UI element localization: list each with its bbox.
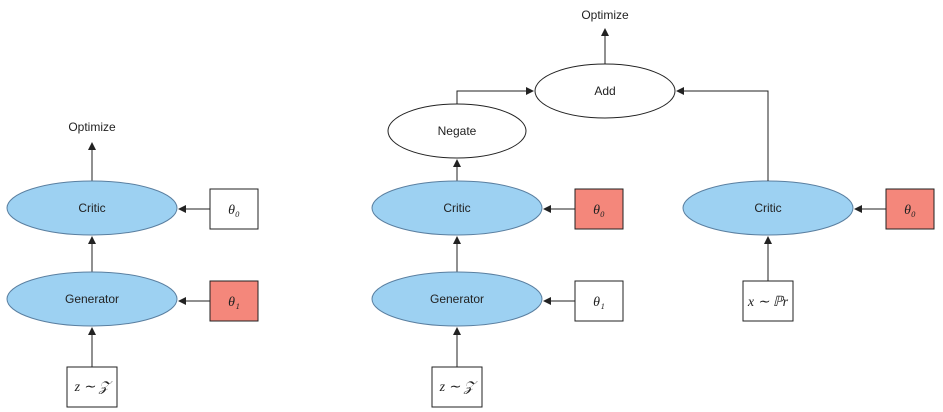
right-input-z-label: z ∼ 𝒵 (439, 380, 478, 395)
right-input-z-box (431, 366, 483, 408)
right-critic-real-to-add-arrow (676, 87, 769, 181)
left-generator-label: Generator (65, 292, 119, 306)
right-panel: Optimize Add Negate Critic θ₀ Generator … (371, 8, 935, 408)
right-theta0-fake-label: θ₀ (593, 203, 605, 218)
right-theta1-label: θ₁ (593, 295, 605, 310)
right-negate-label: Negate (438, 124, 477, 138)
left-critic-label: Critic (78, 201, 105, 215)
left-generator-node (6, 271, 178, 327)
right-add-node (534, 63, 676, 119)
left-optimize-label: Optimize (68, 120, 116, 134)
right-optimize-label: Optimize (581, 8, 629, 22)
left-theta0-label: θ₀ (228, 203, 240, 218)
right-theta0-real-box (885, 188, 935, 230)
left-panel: Optimize Critic θ₀ Generator θ₁ z ∼ 𝒵 (6, 120, 259, 408)
right-critic-fake-node (371, 180, 543, 236)
left-critic-node (6, 180, 178, 236)
right-input-x-label: x ∼ ℙr (747, 295, 789, 310)
left-input-box (66, 366, 118, 408)
left-theta0-box (209, 188, 259, 230)
right-theta0-real-label: θ₀ (904, 203, 916, 218)
right-generator-node (371, 271, 543, 327)
left-theta1-label: θ₁ (228, 295, 240, 310)
right-add-label: Add (594, 84, 615, 98)
right-critic-fake-label: Critic (443, 201, 470, 215)
right-input-x-box (742, 280, 794, 322)
right-negate-to-add-arrow (456, 87, 534, 104)
right-theta1-box (574, 280, 624, 322)
right-generator-label: Generator (430, 292, 484, 306)
left-input-label: z ∼ 𝒵 (74, 380, 113, 395)
right-critic-real-label: Critic (754, 201, 781, 215)
right-theta0-fake-box (574, 188, 624, 230)
